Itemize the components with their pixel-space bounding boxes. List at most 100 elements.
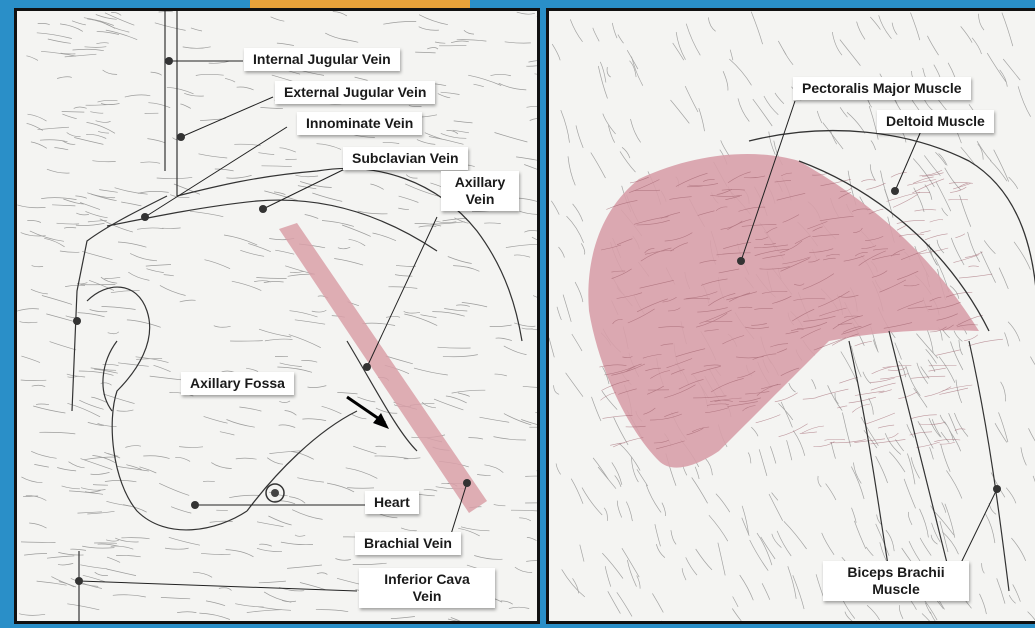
hatch-stroke [257, 522, 284, 527]
hatch-stroke [887, 192, 921, 202]
hatch-stroke [524, 231, 537, 233]
hatch-stroke [280, 148, 296, 152]
hatch-stroke [1028, 612, 1035, 624]
hatch-stroke [147, 269, 164, 273]
hatch-stroke [113, 595, 146, 597]
hatch-stroke [825, 439, 846, 440]
hatch-stroke [870, 164, 875, 180]
label-subclavian-vein: Subclavian Vein [343, 147, 468, 170]
hatch-stroke [419, 15, 448, 25]
hatch-stroke [1002, 13, 1013, 47]
hatch-stroke [919, 170, 942, 176]
hatch-stroke [857, 22, 865, 40]
hatch-stroke [235, 604, 263, 607]
hatch-stroke [919, 422, 945, 424]
hatch-stroke [869, 398, 874, 415]
hatch-stroke [357, 397, 375, 402]
hatch-stroke [199, 613, 230, 619]
hatch-stroke [127, 320, 161, 327]
hatch-stroke [662, 503, 666, 516]
hatch-stroke [338, 247, 350, 249]
hatch-stroke [436, 221, 456, 222]
hatch-stroke [262, 166, 292, 167]
hatch-stroke [82, 546, 114, 548]
hatch-stroke [940, 415, 947, 425]
axillary-vein-highlight [279, 223, 487, 513]
hatch-stroke [401, 528, 417, 531]
hatch-stroke [721, 140, 730, 157]
hatch-stroke [686, 557, 697, 575]
hatch-stroke [631, 119, 641, 142]
hatch-stroke [832, 32, 842, 55]
hatch-stroke [21, 380, 47, 381]
hatch-stroke [57, 223, 80, 224]
hatch-stroke [953, 255, 979, 263]
hatch-stroke [514, 255, 530, 257]
hatch-stroke [26, 56, 38, 61]
hatch-stroke [34, 464, 49, 467]
hatch-stroke [75, 196, 86, 198]
hatch-stroke [47, 169, 70, 173]
hatch-stroke [147, 139, 165, 143]
hatch-stroke [1029, 428, 1035, 453]
hatch-stroke [398, 208, 409, 210]
hatch-stroke [730, 50, 733, 61]
hatch-stroke [264, 282, 284, 283]
hatch-stroke [464, 30, 474, 34]
hatch-stroke [95, 572, 108, 575]
hatch-stroke [258, 153, 274, 155]
hatch-stroke [772, 534, 782, 548]
nipple-center [271, 489, 279, 497]
hatch-stroke [60, 251, 80, 252]
hatch-stroke [511, 510, 540, 511]
hatch-stroke [968, 232, 980, 262]
hatch-stroke [563, 295, 571, 322]
hatch-stroke [91, 397, 106, 402]
hatch-stroke [972, 38, 981, 54]
hatch-stroke [353, 446, 376, 454]
hatch-stroke [942, 532, 958, 555]
hatch-stroke [33, 406, 65, 413]
hatch-stroke [117, 410, 134, 411]
hatch-stroke [76, 213, 89, 215]
hatch-stroke [955, 234, 965, 238]
hatch-stroke [593, 28, 599, 42]
hatch-stroke [159, 483, 189, 495]
label-internal-jugular-vein: Internal Jugular Vein [244, 48, 400, 71]
hatch-stroke [913, 159, 934, 187]
hatch-stroke [248, 243, 271, 251]
hatch-stroke [203, 481, 215, 482]
hatch-stroke [917, 363, 928, 384]
hatch-stroke [312, 310, 327, 312]
hatch-stroke [775, 93, 784, 104]
hatch-stroke [954, 413, 968, 437]
hatch-stroke [179, 447, 203, 448]
hatch-stroke [533, 296, 540, 299]
hatch-stroke [733, 597, 739, 607]
hatch-stroke [496, 338, 512, 341]
hatch-stroke [146, 265, 171, 267]
hatch-stroke [504, 414, 531, 425]
hatch-stroke [945, 168, 961, 191]
hatch-stroke [581, 243, 584, 254]
hatch-stroke [920, 231, 930, 234]
dot-biceps [993, 485, 1001, 493]
hatch-stroke [646, 485, 661, 513]
hatch-stroke [229, 495, 259, 497]
hatch-stroke [444, 309, 467, 312]
hatch-stroke [121, 538, 149, 539]
hatch-stroke [201, 553, 230, 554]
hatch-stroke [148, 103, 170, 108]
hatch-stroke [432, 312, 464, 317]
hatch-stroke [554, 385, 560, 394]
hatch-stroke [951, 238, 964, 265]
hatch-stroke [888, 433, 898, 438]
hatch-stroke [522, 328, 533, 329]
hatch-stroke [911, 13, 920, 40]
hatch-stroke [20, 322, 38, 323]
hatch-stroke [778, 41, 786, 55]
hatch-stroke [964, 335, 978, 341]
hatch-stroke [999, 412, 1008, 442]
hatch-stroke [566, 373, 583, 397]
hatch-stroke [107, 557, 120, 562]
